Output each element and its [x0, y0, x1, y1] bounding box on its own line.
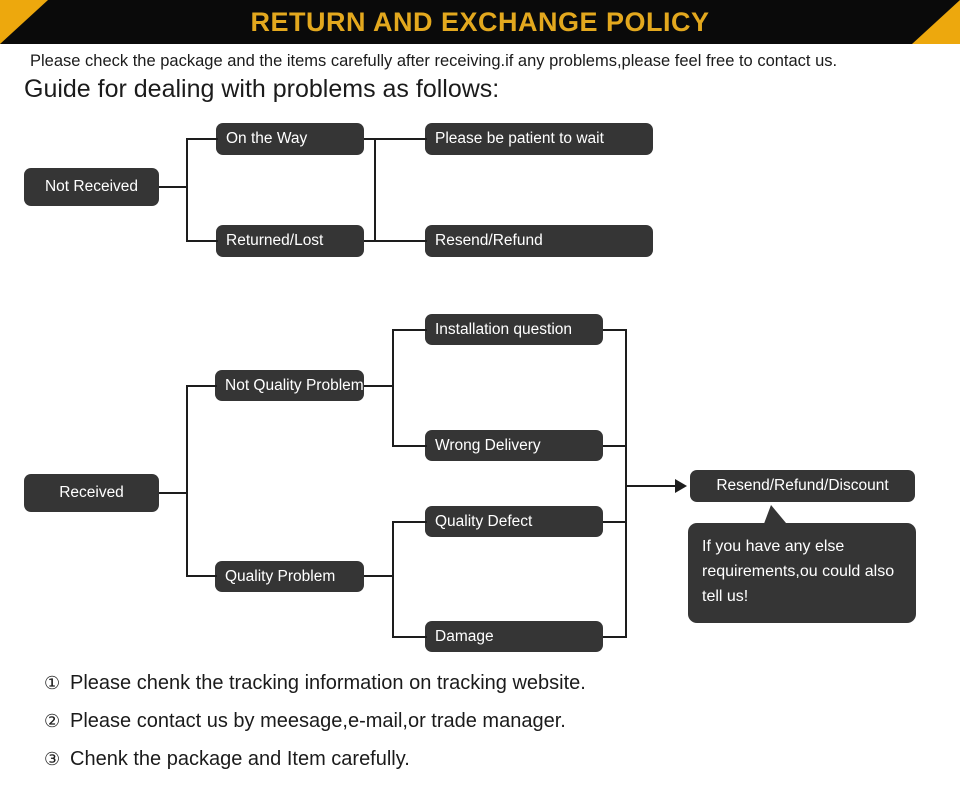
connector — [374, 138, 376, 242]
note-number: ① — [44, 673, 61, 693]
connector — [374, 240, 427, 242]
connector — [186, 138, 188, 242]
list-item: ③ Chenk the package and Item carefully. — [44, 748, 744, 786]
connector — [186, 385, 188, 577]
page-title: RETURN AND EXCHANGE POLICY — [250, 7, 710, 37]
connector — [392, 329, 427, 331]
flow-box-resend-refund-discount[interactable]: Resend/Refund/Discount — [690, 470, 915, 502]
flow-box-damage[interactable]: Damage — [425, 621, 603, 652]
list-item: ② Please contact us by meesage,e-mail,or… — [44, 710, 744, 748]
connector — [159, 186, 187, 188]
note-number: ② — [44, 711, 61, 731]
connector — [392, 329, 394, 446]
connector — [392, 636, 427, 638]
connector — [364, 575, 394, 577]
connector — [364, 385, 394, 387]
notes-list: ① Please chenk the tracking information … — [44, 672, 744, 786]
connector — [364, 240, 376, 242]
note-text: Please chenk the tracking information on… — [70, 672, 586, 694]
connector — [364, 138, 376, 140]
connector — [392, 521, 394, 636]
note-text: Please contact us by meesage,e-mail,or t… — [70, 710, 566, 732]
flow-box-quality-problem[interactable]: Quality Problem — [215, 561, 364, 592]
connector — [603, 521, 627, 523]
list-item: ① Please chenk the tracking information … — [44, 672, 744, 710]
header-black-shape — [0, 0, 960, 44]
flow-box-please-be-patient[interactable]: Please be patient to wait — [425, 123, 653, 155]
connector — [392, 521, 427, 523]
connector — [374, 138, 427, 140]
flow-box-not-quality-problem[interactable]: Not Quality Problem — [215, 370, 364, 401]
flow-box-wrong-delivery[interactable]: Wrong Delivery — [425, 430, 603, 461]
flow-box-quality-defect[interactable]: Quality Defect — [425, 506, 603, 537]
header-banner: RETURN AND EXCHANGE POLICY — [0, 0, 960, 44]
flow-box-not-received[interactable]: Not Received — [24, 168, 159, 206]
guide-heading: Guide for dealing with problems as follo… — [24, 75, 500, 103]
flow-box-resend-refund[interactable]: Resend/Refund — [425, 225, 653, 257]
arrow-head-icon — [675, 479, 687, 493]
connector — [625, 329, 627, 637]
connector — [159, 492, 187, 494]
connector — [625, 485, 677, 487]
connector — [186, 385, 217, 387]
connector — [186, 240, 218, 242]
connector — [186, 138, 218, 140]
callout-bubble: If you have any else requirements,ou cou… — [688, 523, 916, 623]
connector — [603, 636, 627, 638]
note-number: ③ — [44, 749, 61, 769]
connector — [603, 329, 627, 331]
flow-box-returned-lost[interactable]: Returned/Lost — [216, 225, 364, 257]
connector — [392, 445, 427, 447]
connector — [603, 445, 627, 447]
flow-box-on-the-way[interactable]: On the Way — [216, 123, 364, 155]
flow-box-installation-question[interactable]: Installation question — [425, 314, 603, 345]
connector — [186, 575, 217, 577]
intro-paragraph: Please check the package and the items c… — [30, 52, 838, 70]
note-text: Chenk the package and Item carefully. — [70, 748, 410, 770]
flow-box-received[interactable]: Received — [24, 474, 159, 512]
